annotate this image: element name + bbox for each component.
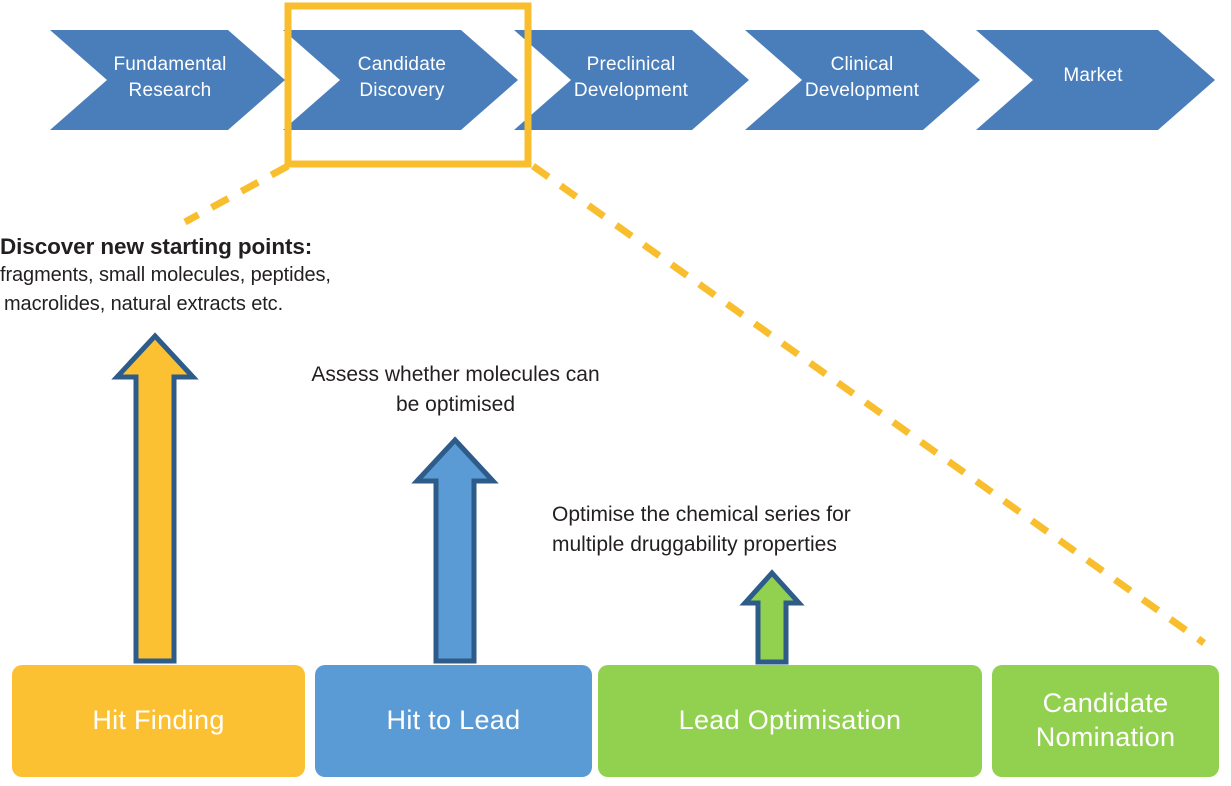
hit-finding-arrow[interactable] bbox=[111, 332, 199, 664]
phase-box-candidate-nomination[interactable]: Candidate Nomination bbox=[992, 665, 1219, 777]
discover-starting-points-block: Discover new starting points: fragments,… bbox=[0, 232, 420, 319]
phase-box-lead-optimisation[interactable]: Lead Optimisation bbox=[598, 665, 982, 777]
phase-box-hit-to-lead[interactable]: Hit to Lead bbox=[315, 665, 592, 777]
hit-to-lead-arrow[interactable] bbox=[411, 436, 499, 664]
annotation-hit-to-lead: Assess whether molecules can be optimise… bbox=[311, 363, 600, 416]
chevron-fundamental-research[interactable] bbox=[50, 30, 285, 130]
phase-box-hit-finding[interactable]: Hit Finding bbox=[12, 665, 305, 777]
lead-optimisation-arrow[interactable] bbox=[739, 569, 805, 665]
discover-subtitle: fragments, small molecules, peptides, ma… bbox=[0, 261, 420, 319]
candidate-discovery-highlight-box[interactable] bbox=[284, 2, 532, 168]
pipeline-chevrons bbox=[50, 30, 1215, 130]
callout-dashed-line-right bbox=[530, 163, 1207, 646]
discover-title: Discover new starting points: bbox=[0, 234, 313, 259]
discover-subtitle-line-1: fragments, small molecules, peptides, bbox=[0, 264, 331, 287]
discover-subtitle-line-2: macrolides, natural extracts etc. bbox=[4, 293, 284, 316]
chevron-clinical-development[interactable] bbox=[745, 30, 980, 130]
chevron-preclinical-development[interactable] bbox=[514, 30, 749, 130]
callout-dashed-line-left bbox=[183, 162, 290, 226]
annotation-lead-optimisation: Optimise the chemical series for multipl… bbox=[552, 503, 851, 556]
chevron-market[interactable] bbox=[976, 30, 1215, 130]
chevron-candidate-discovery[interactable] bbox=[283, 30, 518, 130]
